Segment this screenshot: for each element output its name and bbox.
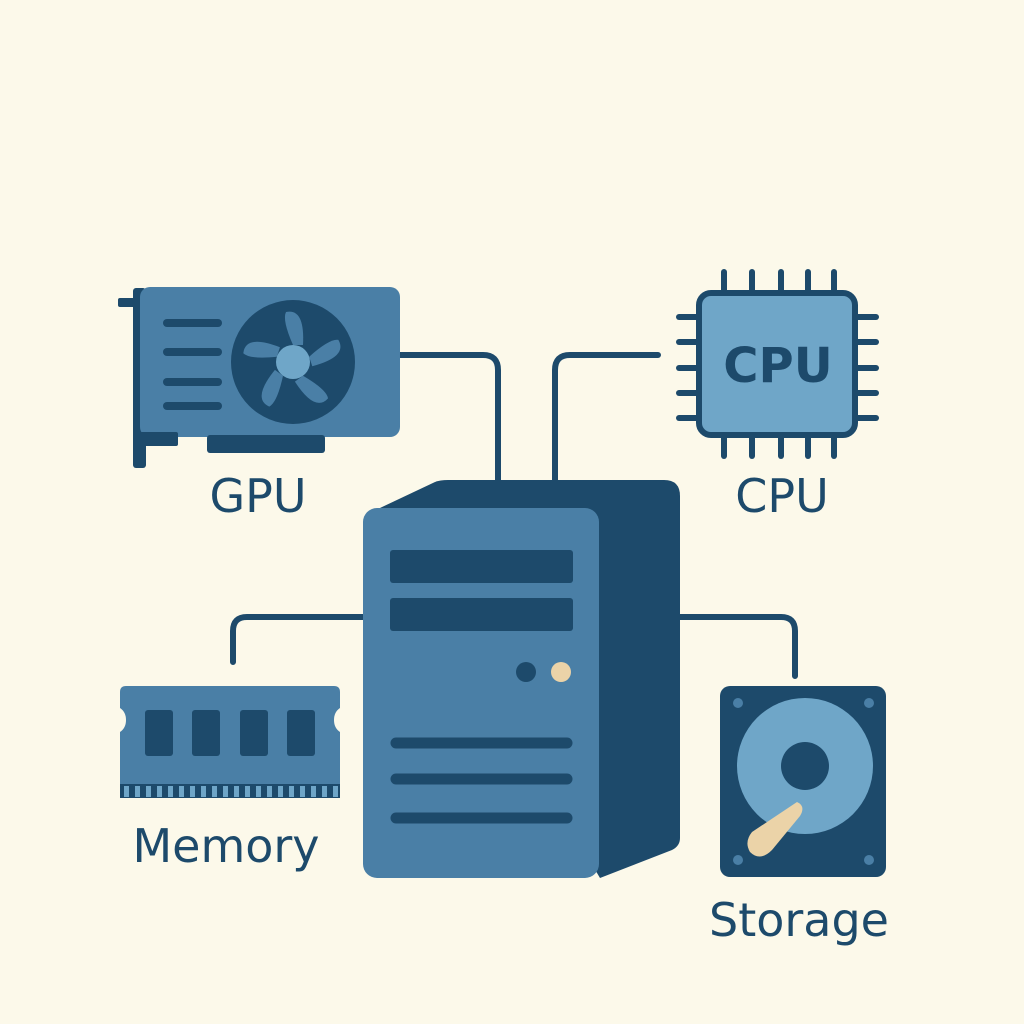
ram-pin: [212, 786, 217, 797]
hard-drive-icon: [720, 686, 886, 877]
ram-pin: [201, 786, 206, 797]
ram-pin: [157, 786, 162, 797]
connector-memory: [230, 614, 366, 665]
gpu-icon: [118, 287, 400, 468]
connector-gpu: [397, 352, 501, 485]
cpu-label: CPU: [735, 469, 829, 523]
ram-pin: [135, 786, 140, 797]
ram-pin: [179, 786, 184, 797]
ram-pin: [300, 786, 305, 797]
cpu-chip-text: CPU: [723, 338, 832, 394]
ram-pin: [223, 786, 228, 797]
ram-pin: [278, 786, 283, 797]
ram-pin: [168, 786, 173, 797]
indicator-light: [516, 662, 536, 682]
cpu-icon: CPU: [676, 269, 879, 459]
ram-pin: [234, 786, 239, 797]
connector-cpu: [552, 352, 661, 485]
storage-label: Storage: [709, 893, 889, 947]
connectors: [230, 352, 798, 679]
memory-label: Memory: [132, 819, 319, 873]
ram-pin: [146, 786, 151, 797]
ram-pin: [190, 786, 195, 797]
memory-icon: [120, 686, 340, 798]
ram-pin: [267, 786, 272, 797]
ram-pin: [289, 786, 294, 797]
computer-tower-icon: [363, 480, 680, 878]
ram-pin: [124, 786, 129, 797]
drive-bay: [390, 598, 573, 631]
ram-pin: [322, 786, 327, 797]
drive-bay: [390, 550, 573, 583]
ram-pin: [256, 786, 261, 797]
connector-storage: [677, 614, 798, 679]
ram-pin: [333, 786, 338, 797]
read-arm: [747, 802, 803, 857]
ram-pin: [245, 786, 250, 797]
ram-pin: [311, 786, 316, 797]
gpu-label: GPU: [209, 469, 306, 523]
power-light: [551, 662, 571, 682]
